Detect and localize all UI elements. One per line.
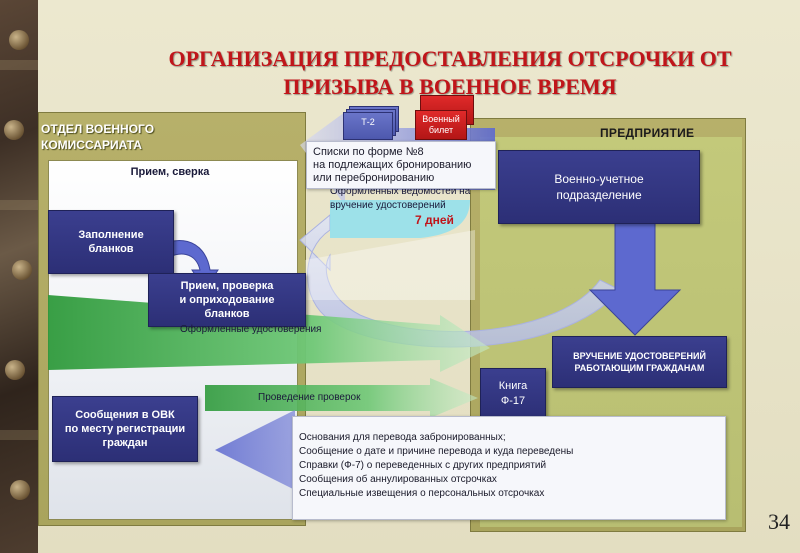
form-t2-document: Т-2 [343,112,393,140]
filling-forms-line1: Заполнение [78,228,143,242]
military-accounting-line2: подразделение [556,187,641,203]
book-f17-line2: Ф-17 [501,394,525,409]
button-image [4,120,24,140]
photo-stripe [0,60,38,70]
button-image [5,360,25,380]
messages-line2: по месту регистрации [65,422,185,436]
military-accounting-box: Военно-учетное подразделение [498,150,700,224]
military-office-title-line2: КОМИССАРИАТА [41,137,241,153]
photo-stripe [0,430,38,440]
button-image [12,260,32,280]
messages-line3: граждан [103,436,148,450]
certificate-delivery-line1: ВРУЧЕНИЕ УДОСТОВЕРЕНИЙ [573,350,706,362]
lists-line2: на подлежащих бронированию [313,159,489,172]
lists-line3: или перебронированию [313,172,489,185]
transfer-notice-1: Основания для перевода забронированных; [299,431,719,445]
photo-stripe [0,200,38,210]
transfer-notice-5: Специальные извещения о персональных отс… [299,487,719,501]
statements-label-line2: вручение удостоверений [330,200,446,211]
messages-line1: Сообщения в ОВК [75,408,175,422]
filling-forms-line2: бланков [88,242,133,256]
transfer-notices-box: Основания для перевода забронированных; … [292,416,726,520]
lists-box: Списки по форме №8 на подлежащих брониро… [306,141,496,189]
lists-line1: Списки по форме №8 [313,146,489,159]
transfer-notice-3: Справки (Ф-7) о переведенных с других пр… [299,459,719,473]
military-office-title-line1: ОТДЕЛ ВОЕННОГО [41,121,241,137]
days-label: 7 дней [415,213,454,227]
military-card-label-line1: Военный [416,114,466,125]
accept-forms-box: Прием, проверка и оприходование бланков [148,273,306,327]
issued-certificates-label: Оформленные удостоверения [180,324,321,335]
accept-forms-line3: бланков [204,307,249,321]
slide-title-line1: ОРГАНИЗАЦИЯ ПРЕДОСТАВЛЕНИЯ ОТСРОЧКИ ОТ [130,45,770,73]
certificate-delivery-box: ВРУЧЕНИЕ УДОСТОВЕРЕНИЙ РАБОТАЮЩИМ ГРАЖДА… [552,336,727,388]
enterprise-title: ПРЕДПРИЯТИЕ [600,126,740,140]
military-accounting-line1: Военно-учетное [554,171,643,187]
transfer-notice-4: Сообщения об аннулированных отсрочках [299,473,719,487]
reception-title: Прием, сверка [60,166,280,178]
checks-label: Проведение проверок [258,392,361,403]
decorative-photo-strip [0,0,38,553]
button-image [9,30,29,50]
military-office-title: ОТДЕЛ ВОЕННОГО КОМИССАРИАТА [41,121,241,153]
transfer-notice-2: Сообщение о дате и причине перевода и ку… [299,445,719,459]
slide-title: ОРГАНИЗАЦИЯ ПРЕДОСТАВЛЕНИЯ ОТСРОЧКИ ОТ П… [130,45,770,101]
accept-forms-line1: Прием, проверка [181,279,274,293]
page-number: 34 [768,509,790,535]
filling-forms-box: Заполнение бланков [48,210,174,274]
military-card-document: Военный билет [415,110,467,140]
form-t2-label: Т-2 [361,117,375,127]
book-f17-line1: Книга [499,379,528,394]
book-f17-box: Книга Ф-17 [480,368,546,420]
button-image [10,480,30,500]
messages-box: Сообщения в ОВК по месту регистрации гра… [52,396,198,462]
certificate-delivery-line2: РАБОТАЮЩИМ ГРАЖДАНАМ [575,362,705,374]
accept-forms-line2: и оприходование [179,293,274,307]
military-card-label-line2: билет [416,125,466,136]
